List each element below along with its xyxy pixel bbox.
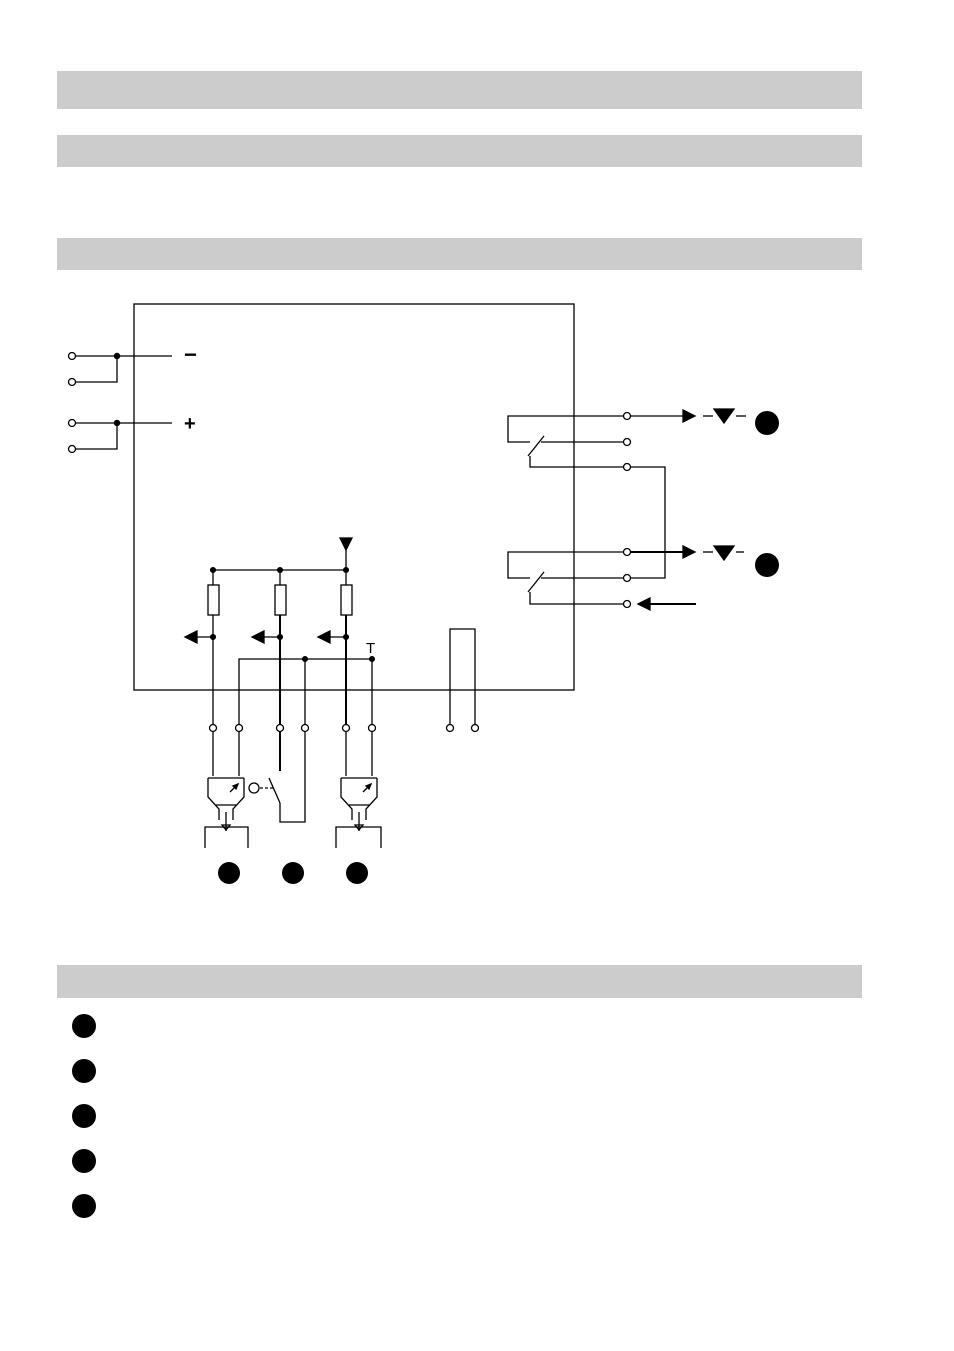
relay1-terminal-nc [622,437,632,447]
header-bar-2 [57,135,862,167]
input-channel-3: T [316,615,382,884]
legend-item-4 [72,1148,110,1174]
legend-item-2 [72,1058,110,1084]
marker-relay-1 [755,411,779,435]
device-box [133,303,575,691]
relay2-input-arrow [636,596,651,612]
marker-input-1 [218,862,240,884]
relay-contact-2 [507,544,779,612]
optical-sensor-1 [204,777,249,848]
relay2-terminal-nc [622,573,632,583]
resistor-2 [274,584,287,616]
relay-bridge-wire [631,466,666,579]
legend-item-5 [72,1193,110,1219]
relay1-terminal-com [622,462,632,472]
relay-contact-1 [507,408,779,472]
plus-symbol: + [184,413,196,435]
bridge-terminals [445,628,480,733]
legend-marker-4 [72,1149,96,1173]
resistor-1 [207,584,220,616]
marker-input-2 [282,862,304,884]
terminal-minus-2 [67,377,77,387]
marker-input-3 [346,862,368,884]
input-channel-1 [183,615,372,884]
relay2-output-symbol [712,545,736,562]
relay2-output-arrow [682,544,697,560]
legend-item-1 [72,1013,110,1039]
input-supply-bus [207,537,354,616]
terminal-plus-2 [67,444,77,454]
optical-sensor-2 [335,777,382,848]
minus-symbol: − [184,342,197,367]
section-bar-diagram [57,238,862,270]
switch-actuator [248,782,260,794]
legend-item-3 [72,1103,110,1129]
marker-relay-2 [755,553,779,577]
legend-marker-1 [72,1014,96,1038]
section-bar-legend [57,965,862,998]
input-channel-2 [248,615,310,884]
legend-marker-2 [72,1059,96,1083]
terminal-plus-1 [67,418,77,428]
header-bar-1 [57,71,862,109]
power-supply-terminals: − + [67,342,197,454]
terminal-minus-1 [67,351,77,361]
supply-symbol [338,537,354,552]
t-symbol: T [366,640,375,657]
legend-marker-3 [72,1104,96,1128]
relay1-terminal-no [622,411,632,421]
relay2-terminal-no [622,547,632,557]
relay2-terminal-com [622,599,632,609]
resistor-3 [340,584,353,616]
relay1-output-arrow [682,408,697,424]
relay1-output-symbol [712,408,736,425]
legend-marker-5 [72,1194,96,1218]
